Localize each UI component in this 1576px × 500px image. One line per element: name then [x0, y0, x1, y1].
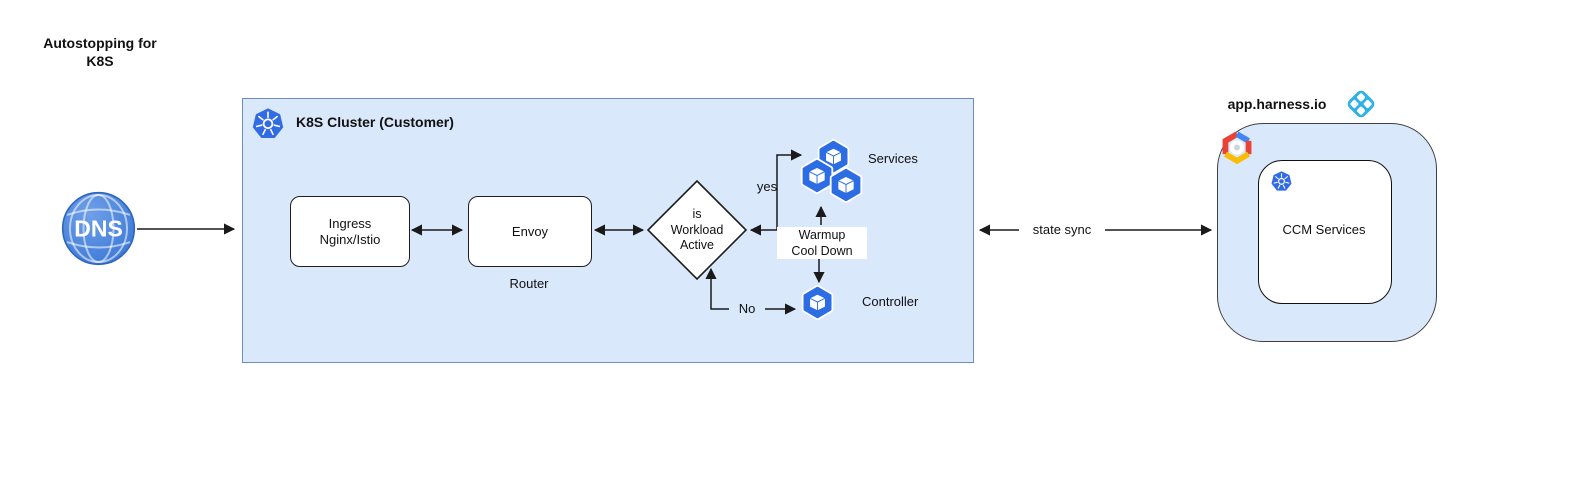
state-sync-label: state sync [1019, 222, 1105, 238]
dns-label: DNS [74, 216, 123, 242]
controller-label: Controller [862, 294, 919, 309]
kubernetes-pod-icon [804, 161, 830, 191]
services-label: Services [868, 151, 918, 166]
dns-globe-icon: DNS [61, 191, 136, 266]
warmup-cooldown-label: Warmup Cool Down [777, 227, 867, 259]
kubernetes-icon [254, 109, 283, 137]
no-edge-label: No [729, 301, 765, 317]
ccm-services-label: CCM Services [1282, 222, 1366, 237]
kubernetes-icon [1272, 172, 1291, 190]
harness-domain-label: app.harness.io [1227, 96, 1327, 112]
kubernetes-pod-icon [833, 170, 859, 200]
kubernetes-pod-icon [805, 288, 830, 317]
cluster-title: K8S Cluster (Customer) [296, 114, 454, 130]
yes-edge-label: yes [756, 179, 778, 194]
ingress-node: Ingress Nginx/Istio [290, 196, 410, 267]
envoy-node: Envoy [468, 196, 592, 267]
decision-label: is Workload Active [670, 207, 724, 252]
harness-logo-icon [1345, 88, 1376, 119]
page-title: Autostopping for K8S [43, 35, 157, 69]
google-cloud-icon [1225, 134, 1248, 161]
router-label: Router [509, 276, 549, 291]
